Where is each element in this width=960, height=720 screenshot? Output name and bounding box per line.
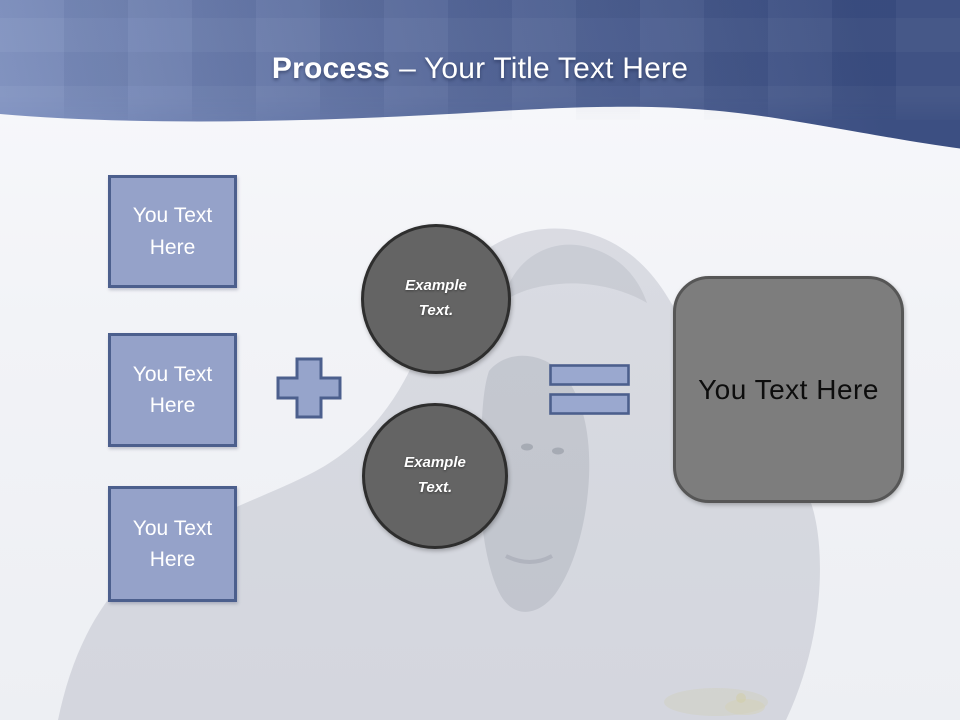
input-box-1[interactable]: You Text Here	[108, 175, 237, 288]
example-circle-1[interactable]: Example Text.	[361, 224, 511, 374]
header-wave-banner	[0, 0, 960, 149]
input-box-2[interactable]: You Text Here	[108, 333, 237, 447]
result-box[interactable]: You Text Here	[673, 276, 904, 503]
example-circle-2-label: Example Text.	[404, 454, 466, 496]
input-box-1-label: You Text Here	[132, 204, 213, 259]
example-circle-2[interactable]: Example Text.	[362, 403, 508, 549]
input-box-2-label: You Text Here	[132, 362, 213, 418]
result-box-label: You Text Here	[698, 373, 879, 405]
example-circle-1-label: Example Text.	[405, 277, 467, 319]
gorilla-head-shade	[503, 244, 647, 303]
input-box-3-label: You Text Here	[132, 516, 213, 572]
gorilla-face-shade	[479, 355, 590, 612]
gorilla-mouth-line	[505, 554, 553, 564]
slide-title[interactable]: Process– Your Title Text Here	[0, 52, 960, 86]
equals-icon	[549, 364, 630, 415]
header-wave-shape	[0, 0, 960, 149]
slide-title-rest: – Your Title Text Here	[399, 52, 689, 85]
straw-detail	[664, 688, 768, 716]
gorilla-eye-right	[552, 447, 564, 455]
plus-icon	[276, 357, 342, 419]
input-box-3[interactable]: You Text Here	[108, 486, 237, 602]
gorilla-eye-left	[521, 443, 533, 451]
slide-title-emphasis: Process	[271, 52, 391, 85]
